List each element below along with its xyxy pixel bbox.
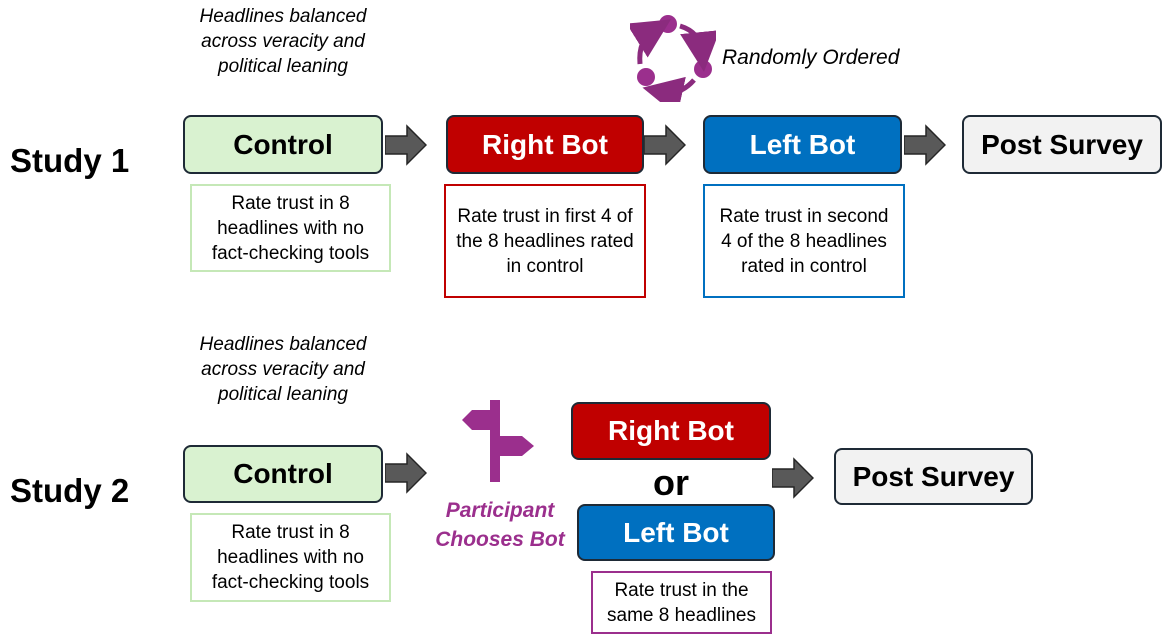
- study2-control-description: Rate trust in 8 headlines with no fact-c…: [190, 513, 391, 602]
- study2-control-box: Control: [183, 445, 383, 503]
- study1-label: Study 1: [10, 142, 130, 179]
- study1-right-bot-box: Right Bot: [446, 115, 644, 174]
- study2-arrow-2-icon: [772, 457, 814, 499]
- study2-right-bot-box: Right Bot: [571, 402, 771, 460]
- study1-control-box: Control: [183, 115, 383, 174]
- or-label: or: [653, 462, 689, 503]
- study2-left-bot-box: Left Bot: [577, 504, 775, 561]
- study2-label: Study 2: [10, 472, 130, 509]
- study1-post-survey-box: Post Survey: [962, 115, 1162, 174]
- study1-left-bot-description: Rate trust in second 4 of the 8 headline…: [703, 184, 905, 298]
- study1-right-bot-description: Rate trust in first 4 of the 8 headlines…: [444, 184, 646, 298]
- study1-control-description: Rate trust in 8 headlines with no fact-c…: [190, 184, 391, 272]
- random-order-label: Randomly Ordered: [722, 46, 900, 69]
- study1-headlines-note: Headlines balanced across veracity and p…: [199, 6, 367, 77]
- study2-bot-description: Rate trust in the same 8 headlines: [591, 571, 772, 634]
- study2-post-survey-box: Post Survey: [834, 448, 1033, 505]
- signpost-icon: [462, 400, 534, 482]
- study1-arrow-2-icon: [644, 124, 686, 166]
- study2-arrow-1-icon: [385, 452, 427, 494]
- random-cycle-icon: [630, 15, 716, 102]
- study1-arrow-1-icon: [385, 124, 427, 166]
- study1-left-bot-box: Left Bot: [703, 115, 902, 174]
- participant-chooses-bot-label: Participant Chooses Bot: [435, 499, 565, 551]
- study2-headlines-note: Headlines balanced across veracity and p…: [199, 334, 367, 405]
- study1-arrow-3-icon: [904, 124, 946, 166]
